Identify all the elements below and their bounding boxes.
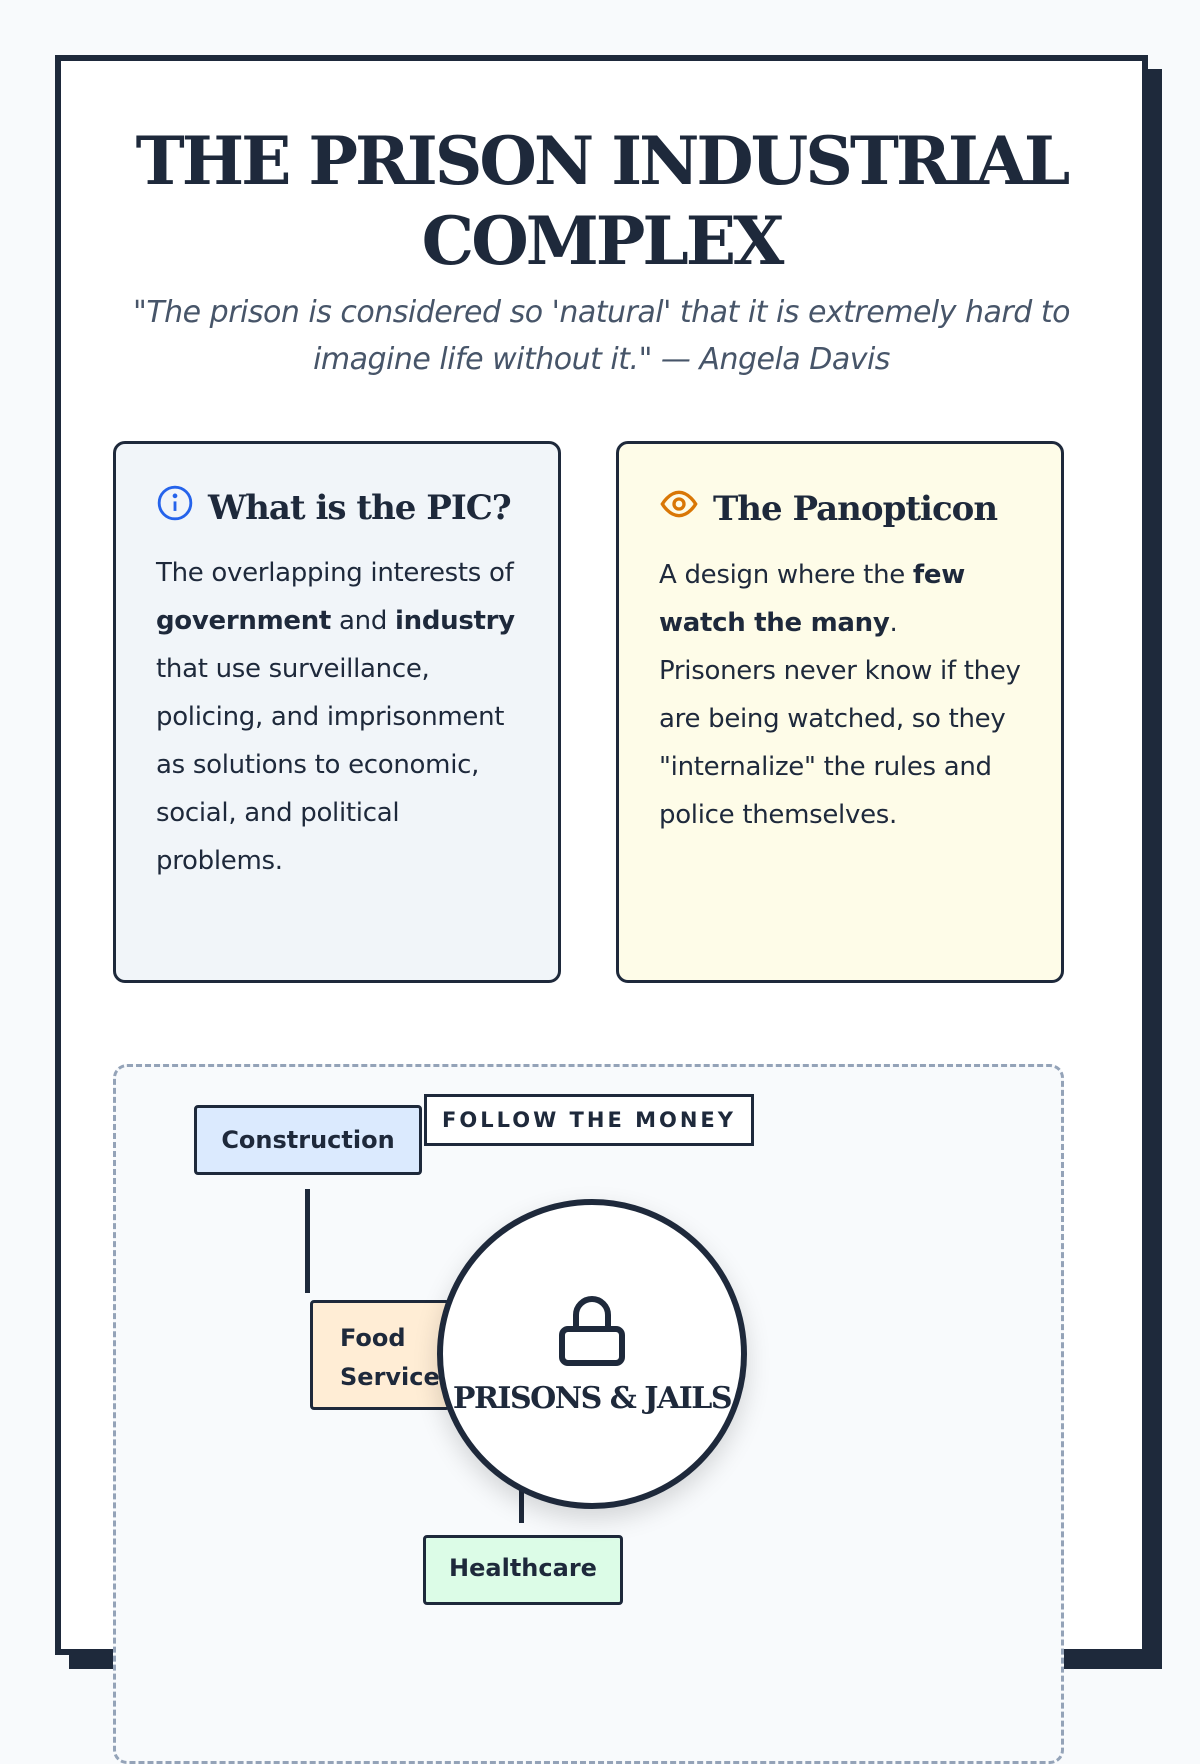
eye-icon <box>659 484 699 533</box>
pic-card: What is the PIC? The overlapping interes… <box>113 441 561 983</box>
page-title: THE PRISON INDUSTRIAL COMPLEX <box>135 122 1071 280</box>
card-body: A design where the few watch the many. P… <box>659 560 1021 830</box>
node-construction: Construction <box>194 1105 422 1175</box>
info-icon <box>156 484 194 531</box>
hub-label: PRISONS & JAILS <box>452 1381 733 1416</box>
poster-card: THE PRISON INDUSTRIAL COMPLEX "The priso… <box>55 55 1148 1764</box>
node-healthcare: Healthcare <box>423 1535 623 1605</box>
follow-money-tag: FOLLOW THE MONEY <box>424 1094 754 1146</box>
connector-line <box>305 1189 310 1293</box>
money-diagram: Construction FOLLOW THE MONEY Food Servi… <box>113 1064 1064 1764</box>
lock-icon <box>557 1293 627 1371</box>
prisons-jails-hub: PRISONS & JAILS <box>437 1199 747 1509</box>
connector-line <box>519 1487 524 1523</box>
card-body: The overlapping interests of government … <box>156 558 515 876</box>
quote: "The prison is considered so 'natural' t… <box>133 295 1070 377</box>
panopticon-card: The Panopticon A design where the few wa… <box>616 441 1064 983</box>
node-food-service: Food Service <box>310 1300 450 1410</box>
card-title: The Panopticon <box>713 488 998 529</box>
card-title: What is the PIC? <box>208 487 512 528</box>
